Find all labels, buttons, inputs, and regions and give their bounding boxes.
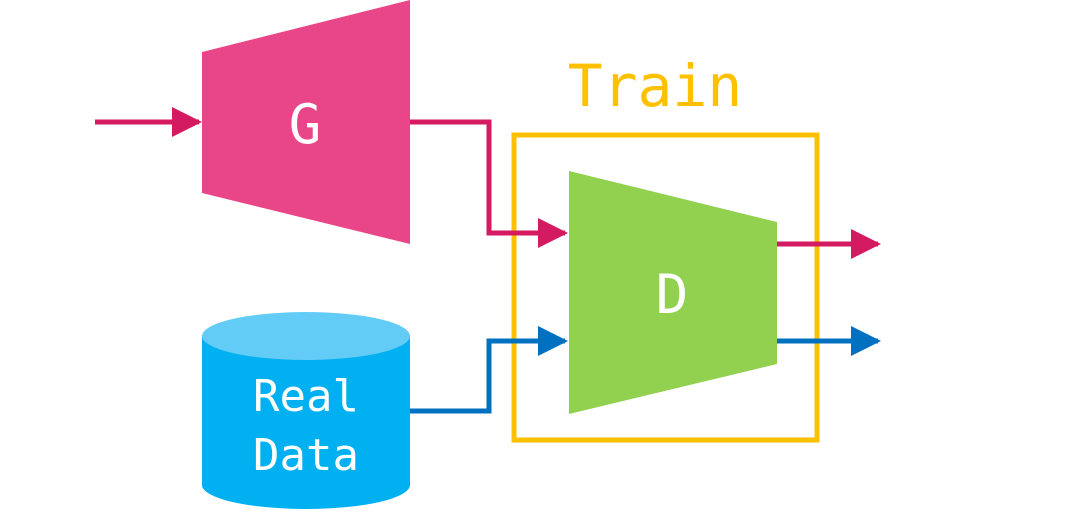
train-box bbox=[511, 132, 820, 443]
generator-block bbox=[202, 0, 410, 244]
generator-to-discriminator-arrow bbox=[410, 119, 568, 248]
generator-label: G bbox=[289, 93, 322, 156]
train-label: Train bbox=[568, 52, 743, 120]
real-data-label-line1: Real bbox=[253, 371, 359, 422]
real-data-label-line2: Data bbox=[253, 430, 359, 481]
discriminator-block bbox=[569, 171, 777, 414]
real-data-database bbox=[202, 312, 410, 509]
discriminator-label: D bbox=[656, 263, 689, 326]
real-data-to-discriminator-arrow bbox=[410, 326, 568, 414]
